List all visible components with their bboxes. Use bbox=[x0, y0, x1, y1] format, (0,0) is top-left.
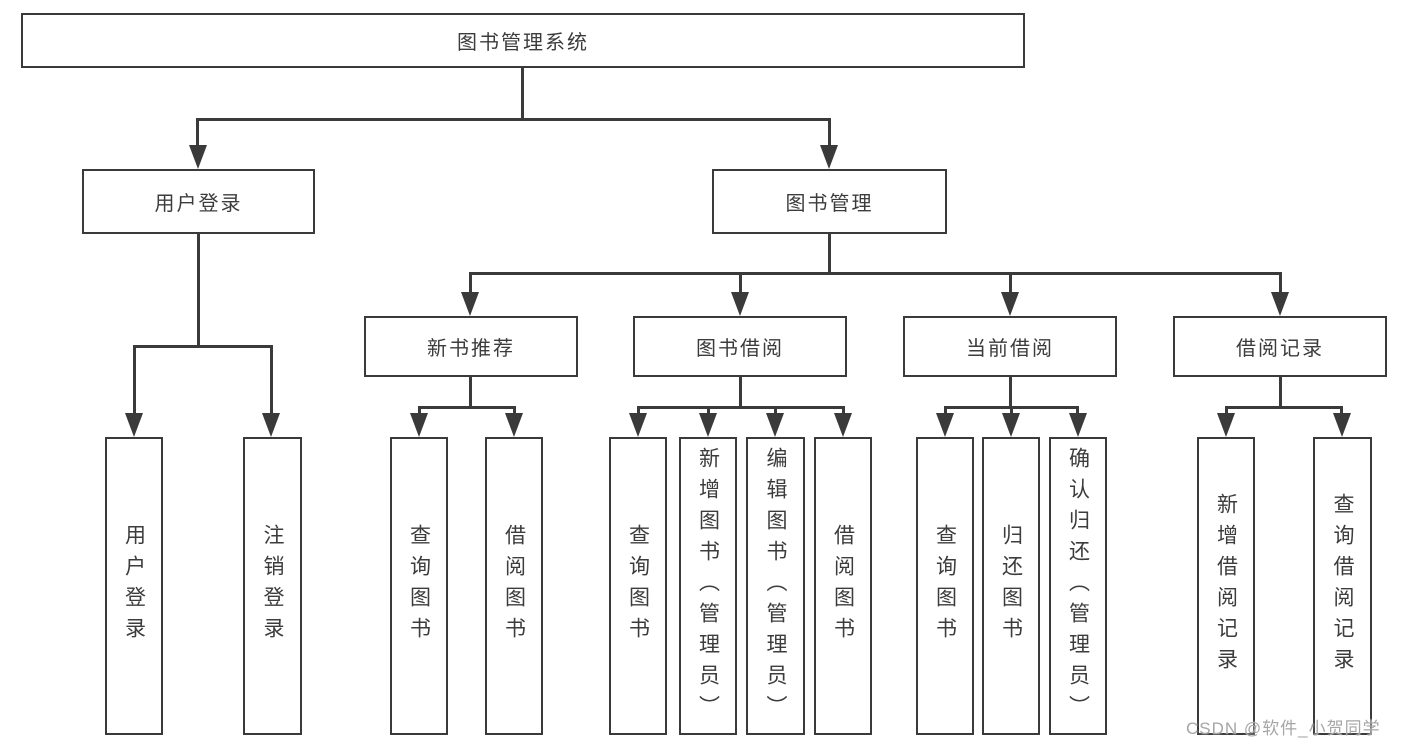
connector-bar bbox=[133, 345, 273, 348]
connector-bar bbox=[637, 406, 844, 409]
connector-trunk bbox=[739, 377, 742, 406]
connector-bar bbox=[469, 272, 1282, 275]
leaf-borrowing-borrow-books: 借阅图书 bbox=[814, 437, 872, 735]
leaf-add-book-admin: 新增图书（管理员） bbox=[679, 437, 737, 735]
connector-stem bbox=[828, 118, 831, 146]
arrowhead bbox=[936, 413, 954, 437]
connector-root-bar bbox=[197, 118, 830, 121]
arrowhead bbox=[189, 145, 207, 169]
leaf-user-login: 用户登录 bbox=[105, 437, 163, 735]
csdn-watermark: CSDN @软件_小贺同学 bbox=[1186, 719, 1381, 738]
connector-stem bbox=[196, 118, 199, 146]
arrowhead bbox=[1217, 413, 1235, 437]
leaf-recommend-query-books: 查询图书 bbox=[390, 437, 448, 735]
connector-stem bbox=[1076, 406, 1079, 414]
leaf-confirm-return-admin: 确认归还（管理员） bbox=[1049, 437, 1107, 735]
node-label: 图书管理系统 bbox=[457, 32, 589, 54]
connector-stem bbox=[707, 406, 710, 414]
leaf-current-query-books: 查询图书 bbox=[916, 437, 974, 735]
node-label: 借阅图书 bbox=[502, 524, 526, 648]
node-book-borrowing: 图书借阅 bbox=[633, 316, 847, 377]
node-label: 借阅记录 bbox=[1236, 338, 1324, 360]
connector-stem bbox=[513, 406, 516, 414]
connector-root-trunk bbox=[521, 68, 524, 118]
connector-stem bbox=[1340, 406, 1343, 414]
node-label: 查询图书 bbox=[626, 524, 650, 648]
connector-stem bbox=[270, 345, 273, 413]
connector-stem bbox=[637, 406, 640, 414]
node-label: 当前借阅 bbox=[966, 338, 1054, 360]
connector-stem bbox=[944, 406, 947, 414]
connector-trunk bbox=[197, 234, 200, 345]
node-user-login: 用户登录 bbox=[82, 169, 315, 234]
arrowhead bbox=[505, 413, 523, 437]
connector-stem bbox=[418, 406, 421, 414]
node-label: 归还图书 bbox=[999, 524, 1023, 648]
node-label: 用户登录 bbox=[122, 524, 146, 648]
connector-stem bbox=[1225, 406, 1228, 414]
arrowhead bbox=[461, 292, 479, 316]
arrowhead bbox=[699, 413, 717, 437]
leaf-add-borrow-record: 新增借阅记录 bbox=[1197, 437, 1255, 735]
node-label: 图书借阅 bbox=[696, 338, 784, 360]
node-library-management-system: 图书管理系统 bbox=[21, 13, 1025, 68]
connector-trunk bbox=[1279, 377, 1282, 406]
arrowhead bbox=[125, 413, 143, 437]
arrowhead bbox=[1271, 292, 1289, 316]
node-book-management: 图书管理 bbox=[712, 169, 947, 234]
node-label: 查询借阅记录 bbox=[1331, 493, 1355, 679]
leaf-logout: 注销登录 bbox=[243, 437, 302, 735]
node-new-book-recommendation: 新书推荐 bbox=[364, 316, 578, 377]
connector-stem bbox=[739, 272, 742, 293]
node-label: 新增图书（管理员） bbox=[696, 446, 720, 726]
arrowhead bbox=[766, 413, 784, 437]
arrowhead bbox=[820, 145, 838, 169]
connector-bar bbox=[418, 406, 515, 409]
node-borrowing-records: 借阅记录 bbox=[1173, 316, 1387, 377]
leaf-edit-book-admin: 编辑图书（管理员） bbox=[746, 437, 805, 735]
node-label: 新增借阅记录 bbox=[1214, 493, 1238, 679]
arrowhead bbox=[1333, 413, 1351, 437]
connector-stem bbox=[1009, 272, 1012, 293]
connector-stem bbox=[774, 406, 777, 414]
arrowhead bbox=[1002, 413, 1020, 437]
arrowhead bbox=[262, 413, 280, 437]
node-label: 查询图书 bbox=[933, 524, 957, 648]
node-label: 用户登录 bbox=[154, 193, 243, 215]
connector-bar bbox=[1225, 406, 1343, 409]
node-label: 借阅图书 bbox=[831, 524, 855, 648]
arrowhead bbox=[1069, 413, 1087, 437]
node-current-borrowing: 当前借阅 bbox=[903, 316, 1117, 377]
connector-stem bbox=[133, 345, 136, 413]
node-label: 注销登录 bbox=[261, 524, 285, 648]
arrowhead bbox=[1001, 292, 1019, 316]
arrowhead bbox=[410, 413, 428, 437]
connector-trunk bbox=[1009, 377, 1012, 406]
arrowhead bbox=[731, 292, 749, 316]
connector-stem bbox=[1279, 272, 1282, 293]
connector-trunk bbox=[469, 377, 472, 406]
connector-stem bbox=[842, 406, 845, 414]
arrowhead bbox=[834, 413, 852, 437]
node-label: 查询图书 bbox=[407, 524, 431, 648]
node-label: 新书推荐 bbox=[427, 338, 515, 360]
leaf-return-books: 归还图书 bbox=[982, 437, 1040, 735]
leaf-borrowing-query-books: 查询图书 bbox=[609, 437, 667, 735]
leaf-query-borrow-record: 查询借阅记录 bbox=[1313, 437, 1372, 735]
node-label: 确认归还（管理员） bbox=[1066, 446, 1090, 726]
connector-stem bbox=[1010, 406, 1013, 414]
node-label: 编辑图书（管理员） bbox=[764, 446, 788, 726]
connector-stem bbox=[469, 272, 472, 293]
leaf-recommend-borrow-books: 借阅图书 bbox=[485, 437, 543, 735]
connector-trunk bbox=[828, 234, 831, 272]
node-label: 图书管理 bbox=[785, 193, 874, 215]
arrowhead bbox=[629, 413, 647, 437]
